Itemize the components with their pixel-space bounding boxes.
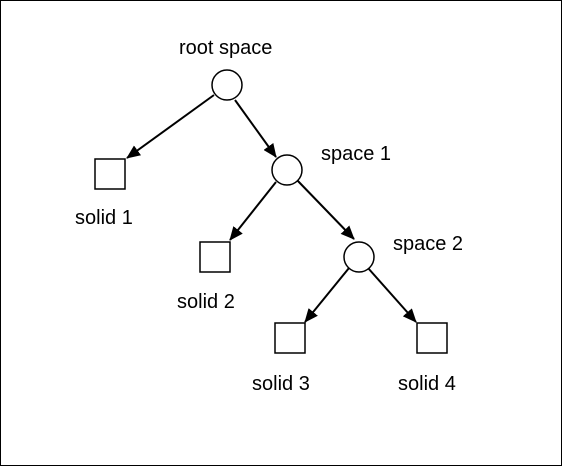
edge-space-1-to-space-2 [295, 178, 355, 240]
edge-root-to-solid-1 [126, 94, 215, 159]
solid-2-label: solid 2 [177, 291, 235, 313]
root-space-label: root space [179, 37, 273, 59]
node-solid-2 [199, 241, 231, 273]
space-1-label: space 1 [321, 143, 392, 165]
space-2-label: space 2 [393, 233, 464, 255]
solid-1-label: solid 1 [75, 207, 133, 229]
node-root-space [211, 69, 243, 101]
node-solid-3 [274, 322, 306, 354]
node-space-2 [343, 241, 375, 273]
edge-space-2-to-solid-4 [367, 267, 417, 323]
edge-space-1-to-solid-2 [229, 181, 277, 241]
node-space-1 [271, 154, 303, 186]
solid-3-label: solid 3 [252, 373, 310, 395]
node-solid-1 [94, 158, 126, 190]
solid-4-label: solid 4 [398, 373, 456, 395]
edge-space-2-to-solid-3 [304, 267, 350, 323]
edge-root-to-space-1 [234, 99, 277, 158]
node-solid-4 [416, 322, 448, 354]
